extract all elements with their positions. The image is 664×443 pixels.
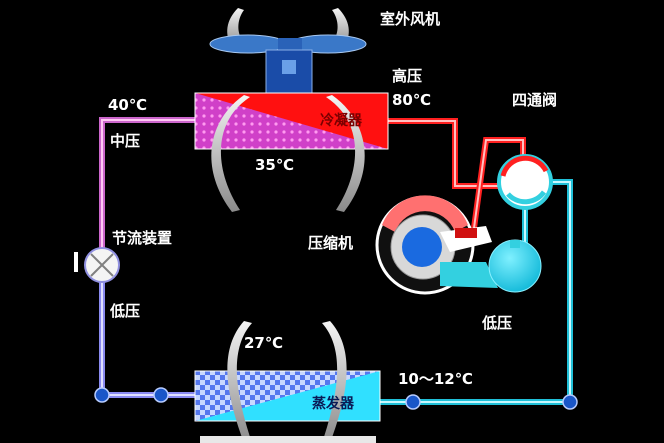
low-pressure-right-label: 低压	[481, 314, 512, 332]
compressor	[375, 195, 542, 295]
evaporator	[194, 370, 381, 422]
evaporator-label: 蒸发器	[312, 395, 355, 412]
temp-80-label: 80℃	[392, 91, 431, 109]
evaporator-airflow	[200, 321, 376, 443]
four-way-valve	[497, 154, 553, 210]
pipe-joints	[94, 387, 578, 410]
joint-node	[562, 394, 578, 410]
temp-10-12-label: 10～12℃	[398, 370, 473, 388]
high-pressure-pipe	[388, 118, 526, 229]
compressor-label: 压缩机	[308, 234, 353, 252]
temp-35-label: 35℃	[255, 156, 294, 174]
throttle-label: 节流装置	[112, 229, 172, 247]
low-pressure-left-label: 低压	[109, 302, 140, 320]
outdoor-fan	[209, 8, 367, 95]
condenser-airflow	[211, 95, 365, 212]
joint-node	[405, 394, 421, 410]
high-pressure-label: 高压	[392, 67, 422, 85]
temp-40-label: 40℃	[108, 96, 147, 114]
four-way-valve-label: 四通阀	[512, 91, 557, 109]
temp-27-label: 27℃	[244, 334, 283, 352]
throttle-device	[74, 247, 120, 283]
low-pressure-pipe-right	[380, 179, 573, 405]
joint-node	[153, 387, 169, 403]
outdoor-fan-label: 室外风机	[380, 10, 440, 28]
mid-pressure-label: 中压	[110, 132, 140, 150]
low-pressure-pipe-left	[99, 282, 195, 398]
condenser-label: 冷凝器	[320, 112, 363, 129]
joint-node	[94, 387, 110, 403]
mid-pressure-pipe	[99, 117, 195, 248]
